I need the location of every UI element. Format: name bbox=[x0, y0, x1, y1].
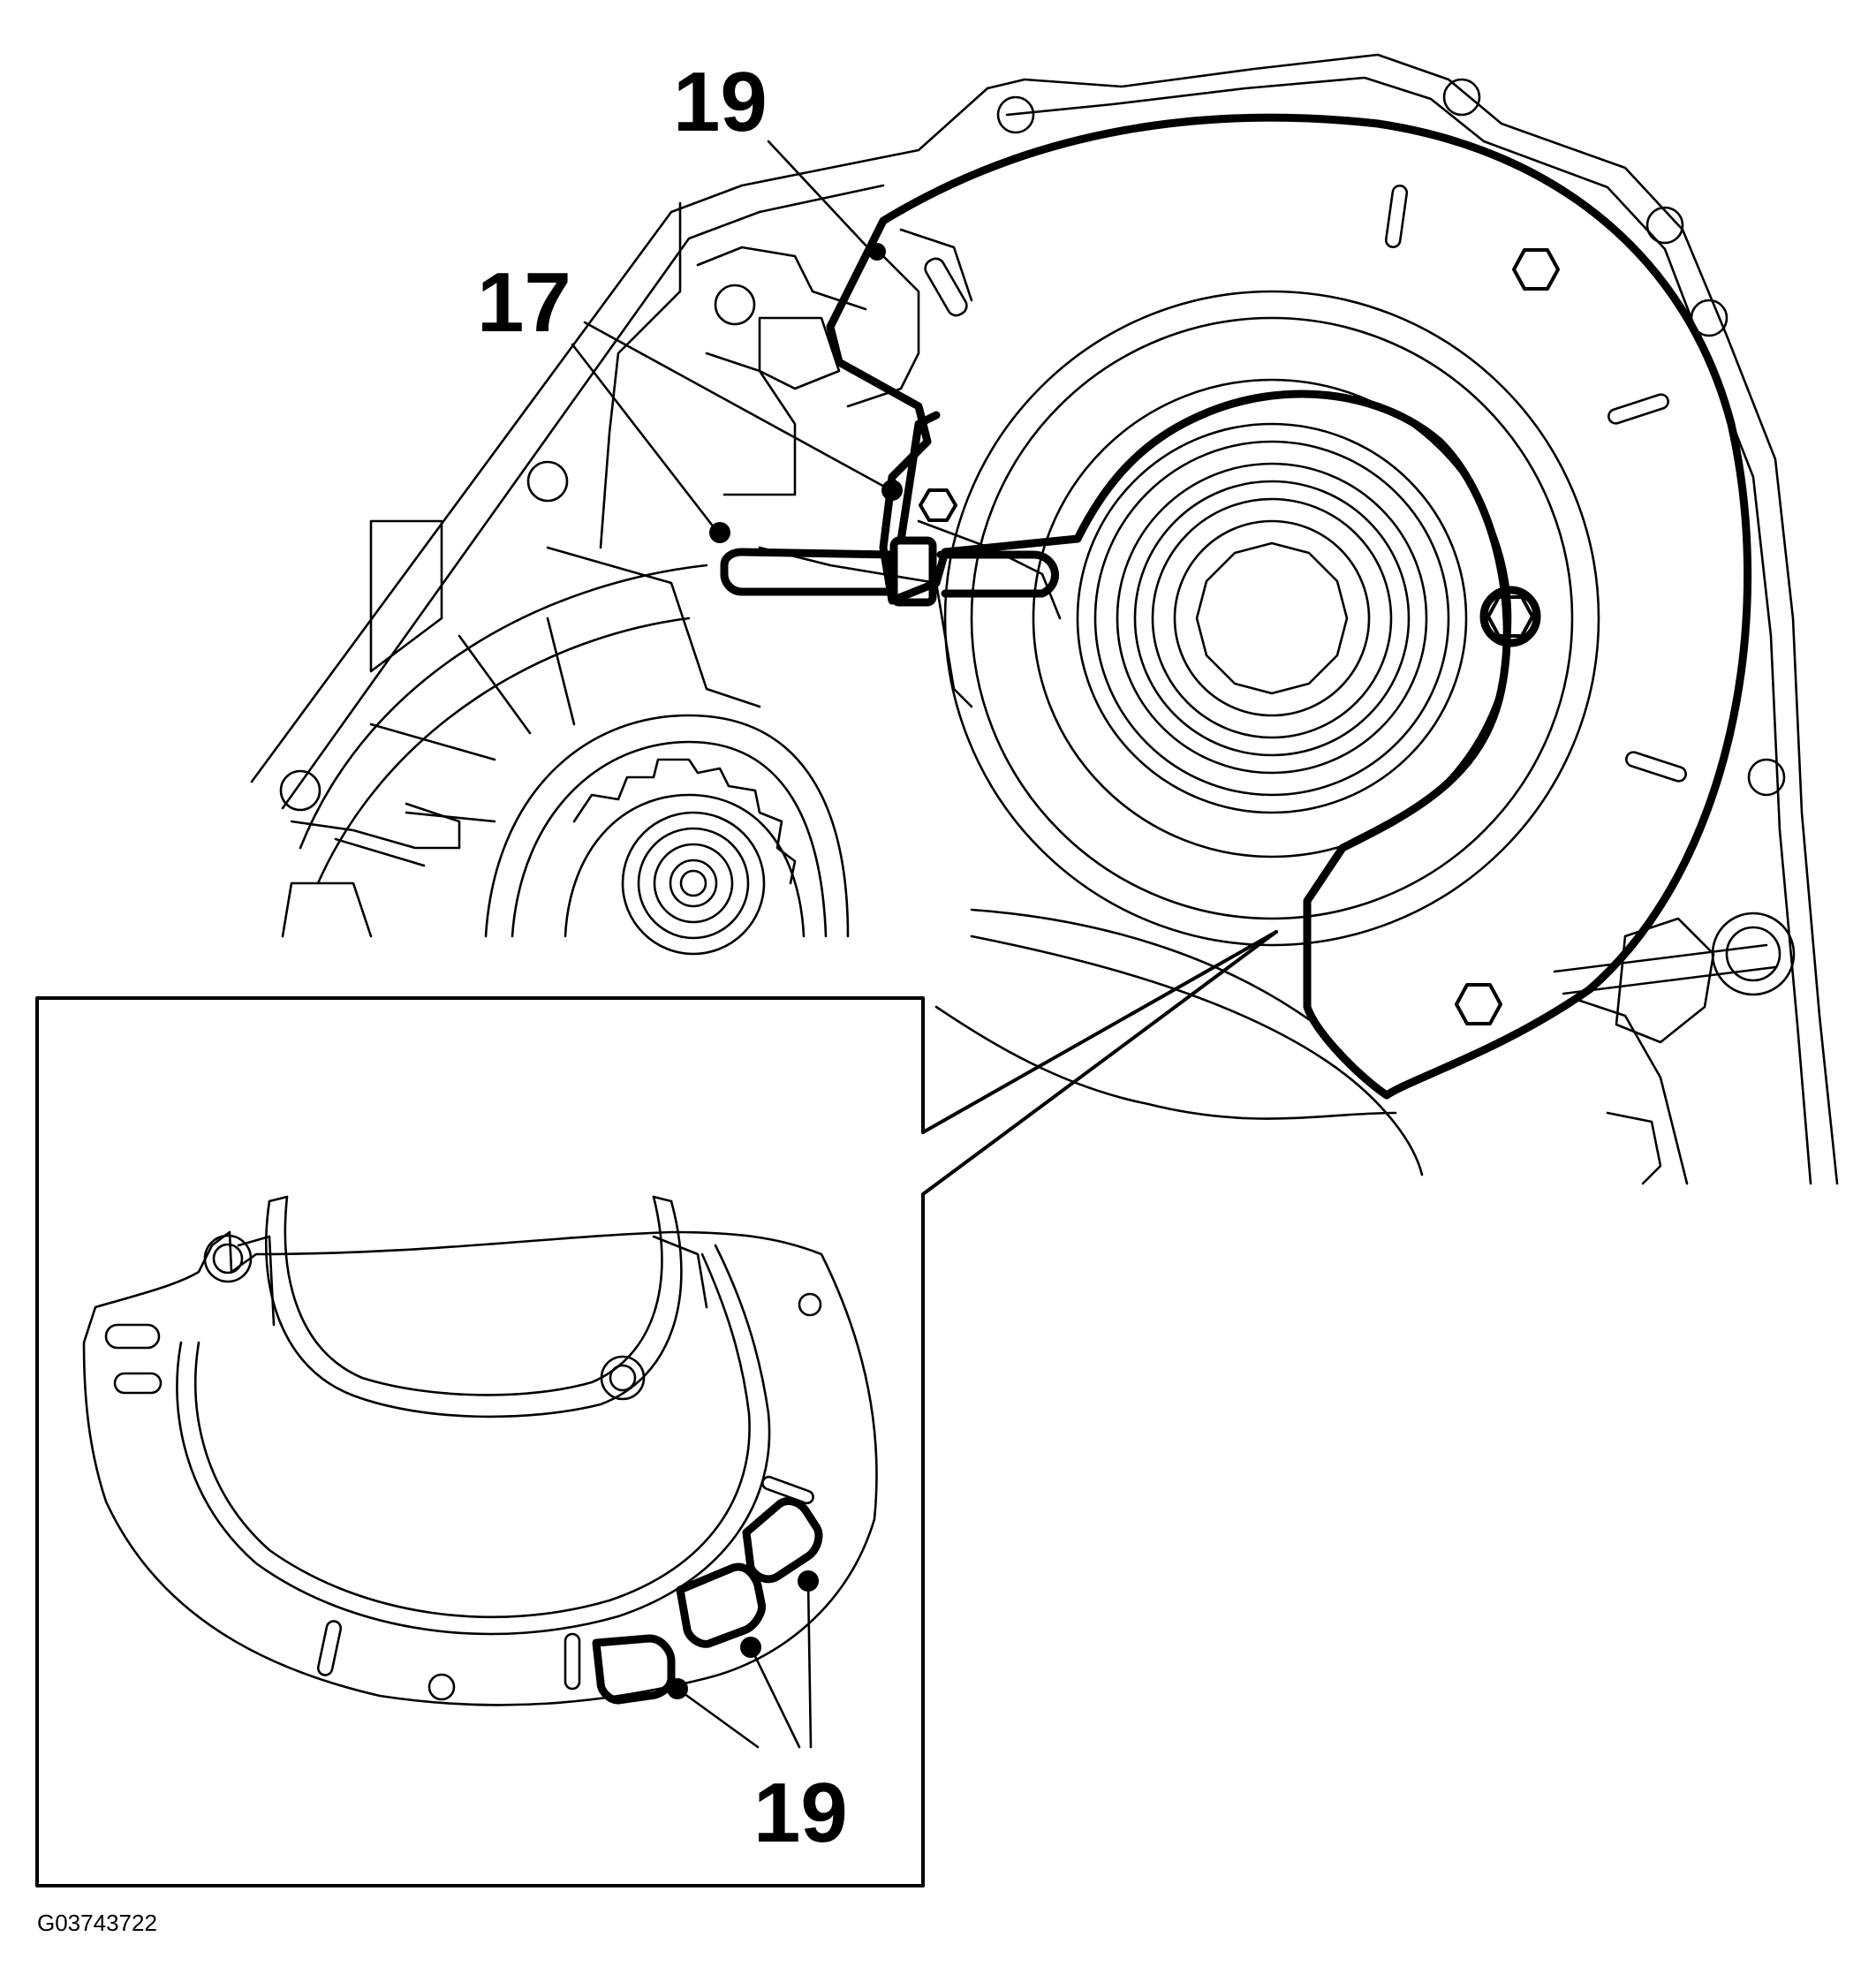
gear-pulley bbox=[484, 714, 850, 956]
cover-bolts bbox=[919, 248, 1560, 1025]
inset-pads bbox=[592, 1497, 823, 1705]
leader-lines bbox=[571, 140, 1278, 1196]
cover-slots bbox=[924, 184, 1687, 783]
timing-belt-cover-outline bbox=[826, 113, 1752, 1100]
engine-housing-drawing bbox=[250, 53, 1839, 1185]
inset-detail-frame bbox=[35, 996, 925, 1887]
inset-cover-drawing bbox=[82, 1195, 878, 1749]
callout-19-top: 19 bbox=[673, 55, 768, 149]
callout-19-inset: 19 bbox=[753, 1766, 848, 1860]
inset-leader-lines bbox=[676, 1579, 813, 1749]
callout-17: 17 bbox=[477, 255, 571, 350]
figure-code: G03743722 bbox=[37, 1910, 157, 1936]
housing-bolt-holes bbox=[279, 78, 1796, 996]
inset-holes bbox=[104, 1234, 822, 1701]
locating-dots bbox=[709, 243, 903, 543]
